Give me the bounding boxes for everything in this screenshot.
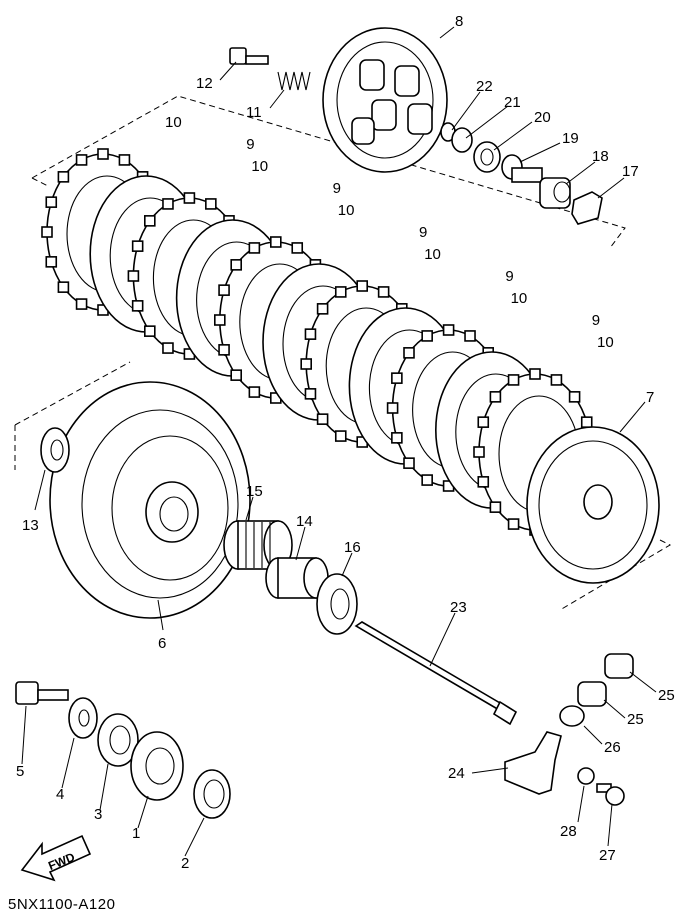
callout-10: 10 (424, 246, 441, 263)
callout-8: 8 (455, 13, 463, 30)
diagram-code: 5NX1100-A120 (8, 896, 116, 913)
callout-20: 20 (534, 109, 551, 126)
bearing-25-bottom[interactable] (577, 681, 607, 707)
callout-2: 2 (181, 855, 189, 872)
callout-27: 27 (599, 847, 616, 864)
callout-13: 13 (22, 517, 39, 534)
washer-21[interactable] (451, 127, 473, 153)
bolt-5[interactable] (15, 681, 69, 705)
clutch-boss[interactable] (526, 426, 660, 584)
bearing-2[interactable] (193, 769, 231, 819)
callout-16: 16 (344, 539, 361, 556)
washer-28[interactable] (577, 767, 595, 785)
spring-11[interactable] (277, 71, 311, 91)
push-rod-19[interactable] (501, 154, 543, 183)
callout-25-top: 25 (658, 687, 675, 704)
callout-3: 3 (94, 806, 102, 823)
callout-9: 9 (333, 180, 341, 197)
gear-1[interactable] (130, 731, 184, 801)
callout-10: 10 (511, 290, 528, 307)
callout-4: 4 (56, 786, 64, 803)
nut-18[interactable] (539, 177, 571, 209)
callout-26: 26 (604, 739, 621, 756)
callout-14: 14 (296, 513, 313, 530)
callout-10: 10 (251, 158, 268, 175)
callout-6: 6 (158, 635, 166, 652)
callout-23: 23 (450, 599, 467, 616)
washer-4[interactable] (68, 697, 98, 739)
plate-stack (41, 148, 597, 536)
callout-9: 9 (419, 224, 427, 241)
clutch-housing[interactable] (49, 381, 251, 619)
pressure-plate[interactable] (322, 27, 448, 173)
callout-12: 12 (196, 75, 213, 92)
callout-15: 15 (246, 483, 263, 500)
housing-frame (14, 361, 672, 611)
leader-lines (21, 26, 657, 857)
callout-24: 24 (448, 765, 465, 782)
washer-16[interactable] (316, 573, 358, 635)
bolt-12[interactable] (229, 47, 269, 65)
needle-bearing-15[interactable] (223, 520, 293, 570)
callout-9: 9 (246, 136, 254, 153)
callout-7: 7 (646, 389, 654, 406)
callout-21: 21 (504, 94, 521, 111)
callout-18: 18 (592, 148, 609, 165)
callout-9: 9 (592, 312, 600, 329)
callout-28: 28 (560, 823, 577, 840)
callout-5: 5 (16, 763, 24, 780)
callout-10: 10 (338, 202, 355, 219)
push-lever-24[interactable] (504, 731, 562, 795)
callout-22: 22 (476, 78, 493, 95)
lock-washer-17[interactable] (571, 191, 603, 225)
callout-10: 10 (165, 114, 182, 131)
thrust-washer-13[interactable] (40, 427, 70, 473)
callout-11: 11 (246, 104, 262, 121)
bearing-20[interactable] (473, 141, 501, 173)
callout-25-bottom: 25 (627, 711, 644, 728)
push-rod-23[interactable] (354, 621, 518, 726)
callout-1: 1 (132, 825, 140, 842)
bolt-27[interactable] (596, 783, 625, 806)
callout-17: 17 (622, 163, 639, 180)
oil-seal-26[interactable] (559, 705, 585, 727)
fwd-arrow-icon: FWD (20, 834, 92, 882)
gear-3[interactable] (97, 713, 139, 767)
callout-19: 19 (562, 130, 579, 147)
callout-9: 9 (505, 268, 513, 285)
callout-10: 10 (597, 334, 614, 351)
bearing-25-top[interactable] (604, 653, 634, 679)
